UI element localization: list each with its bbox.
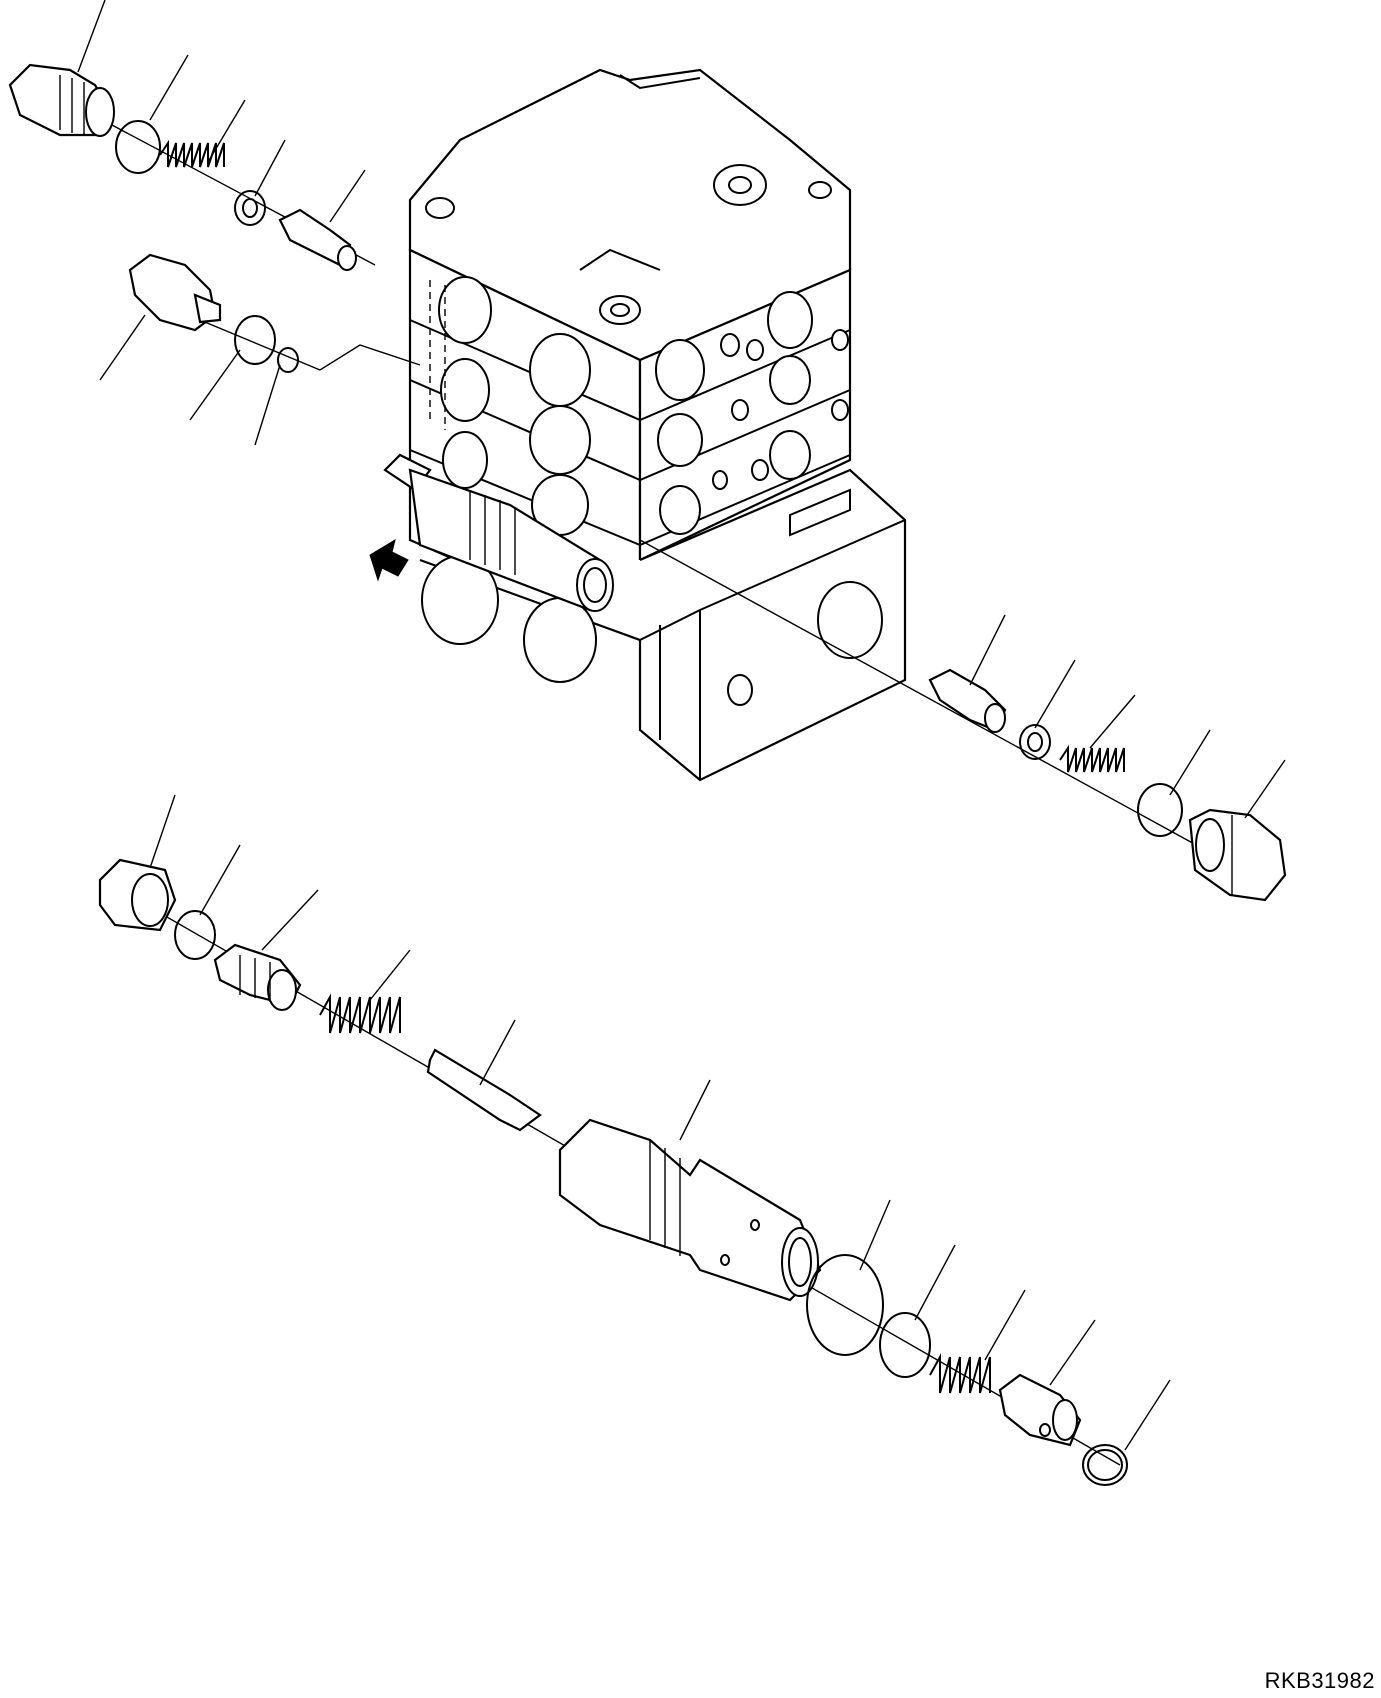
o-ring-middle-1 bbox=[234, 315, 276, 365]
o-ring-upper-1 bbox=[115, 120, 161, 174]
installed-relief-valve bbox=[369, 453, 614, 612]
spring-lower-1 bbox=[319, 993, 401, 1034]
figure-code: RKB31982 bbox=[1264, 1668, 1375, 1693]
plug-middle-left bbox=[128, 253, 222, 332]
middle-left-chain bbox=[128, 253, 421, 373]
valve-body bbox=[408, 68, 907, 782]
poppet-right bbox=[928, 668, 1007, 733]
backup-ring-middle-1 bbox=[277, 347, 299, 373]
seat-right bbox=[1019, 724, 1051, 760]
pilot-poppet-lower bbox=[426, 1048, 542, 1132]
spring-lower-2 bbox=[929, 1353, 991, 1394]
lower-assembly bbox=[98, 858, 1128, 1486]
adjuster-lower bbox=[213, 943, 302, 1011]
poppet-upper-1 bbox=[278, 208, 357, 271]
nut-lower bbox=[98, 858, 177, 932]
relief-housing-lower bbox=[558, 1118, 822, 1302]
spring-upper-1 bbox=[159, 139, 225, 168]
o-ring-right bbox=[1137, 783, 1183, 837]
o-ring-lower-3 bbox=[879, 1312, 931, 1378]
plug-right bbox=[1188, 808, 1287, 902]
arrow-icon bbox=[369, 538, 409, 582]
main-poppet-lower bbox=[998, 1373, 1082, 1447]
plug-upper-left bbox=[8, 63, 115, 137]
spring-right bbox=[1059, 744, 1125, 773]
callout-leaders bbox=[77, 0, 1286, 1451]
right-chain bbox=[639, 539, 1287, 902]
upper-left-chain bbox=[8, 63, 376, 271]
seat-upper-1 bbox=[234, 190, 266, 226]
o-ring-lower-1 bbox=[174, 910, 216, 960]
snap-ring-lower bbox=[1082, 1444, 1128, 1486]
o-ring-lower-2 bbox=[806, 1254, 884, 1356]
